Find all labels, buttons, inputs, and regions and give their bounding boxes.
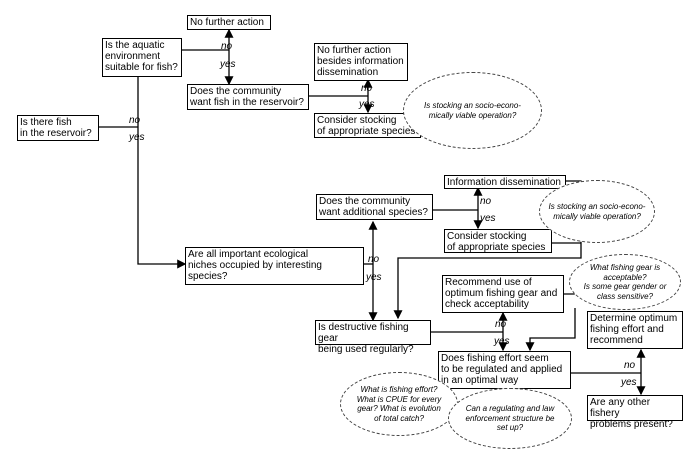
label-no-community-fish: no (361, 83, 373, 94)
no-action-information-box: No further action besides information di… (314, 43, 408, 81)
recommend-fishing-gear-box: Recommend use of optimum fishing gear an… (442, 275, 564, 313)
information-dissemination-box: Information dissemination (444, 175, 566, 189)
note-stocking-viable-2: Is stocking an socio-econo- mically viab… (539, 180, 655, 243)
note-gear-acceptable: What fishing gear is acceptable? Is some… (569, 254, 681, 310)
label-yes-community-additional: yes (480, 213, 496, 224)
community-additional-species-box: Does the community want additional speci… (316, 194, 433, 220)
fish-in-reservoir-box: Is there fish in the reservoir? (17, 115, 99, 141)
no-further-action-box: No further action (187, 15, 271, 30)
community-want-fish-box: Does the community want fish in the rese… (187, 84, 309, 110)
label-no-fish-reservoir: no (129, 115, 141, 126)
note-fishing-effort: What is fishing effort? What is CPUE for… (340, 372, 458, 436)
label-yes-destructive: yes (494, 336, 510, 347)
label-yes-aquatic: yes (220, 59, 236, 70)
note-stocking-viable-1: Is stocking an socio-econo- mically viab… (403, 72, 542, 149)
consider-stocking-box-1: Consider stocking of appropriate species (314, 113, 421, 138)
other-fishery-problems-box: Are any other fishery problems present? (587, 395, 683, 430)
destructive-fishing-gear-box: Is destructive fishing gear being used r… (315, 320, 431, 355)
label-no-niches: no (368, 254, 380, 265)
determine-optimum-effort-box: Determine optimum fishing effort and rec… (587, 311, 683, 349)
label-no-community-additional: no (480, 196, 492, 207)
label-no-destructive: no (495, 319, 507, 330)
label-yes-community-fish: yes (359, 99, 375, 110)
label-yes-fish-reservoir: yes (129, 132, 145, 143)
ecological-niches-box: Are all important ecological niches occu… (185, 247, 364, 285)
consider-stocking-box-2: Consider stocking of appropriate species (444, 229, 552, 253)
connector-recommend-to-effort (525, 308, 576, 352)
label-no-aquatic: no (221, 41, 233, 52)
label-yes-niches: yes (366, 272, 382, 283)
fishing-effort-regulated-box: Does fishing effort seem to be regulated… (438, 351, 571, 389)
label-no-effort: no (624, 360, 636, 371)
connector-right-to-destructive (393, 246, 582, 320)
note-regulating-structure: Can a regulating and law enforcement str… (448, 388, 572, 449)
label-yes-effort: yes (621, 377, 637, 388)
connector-trunk-down (137, 127, 187, 269)
aquatic-environment-box: Is the aquatic environment suitable for … (102, 38, 182, 77)
